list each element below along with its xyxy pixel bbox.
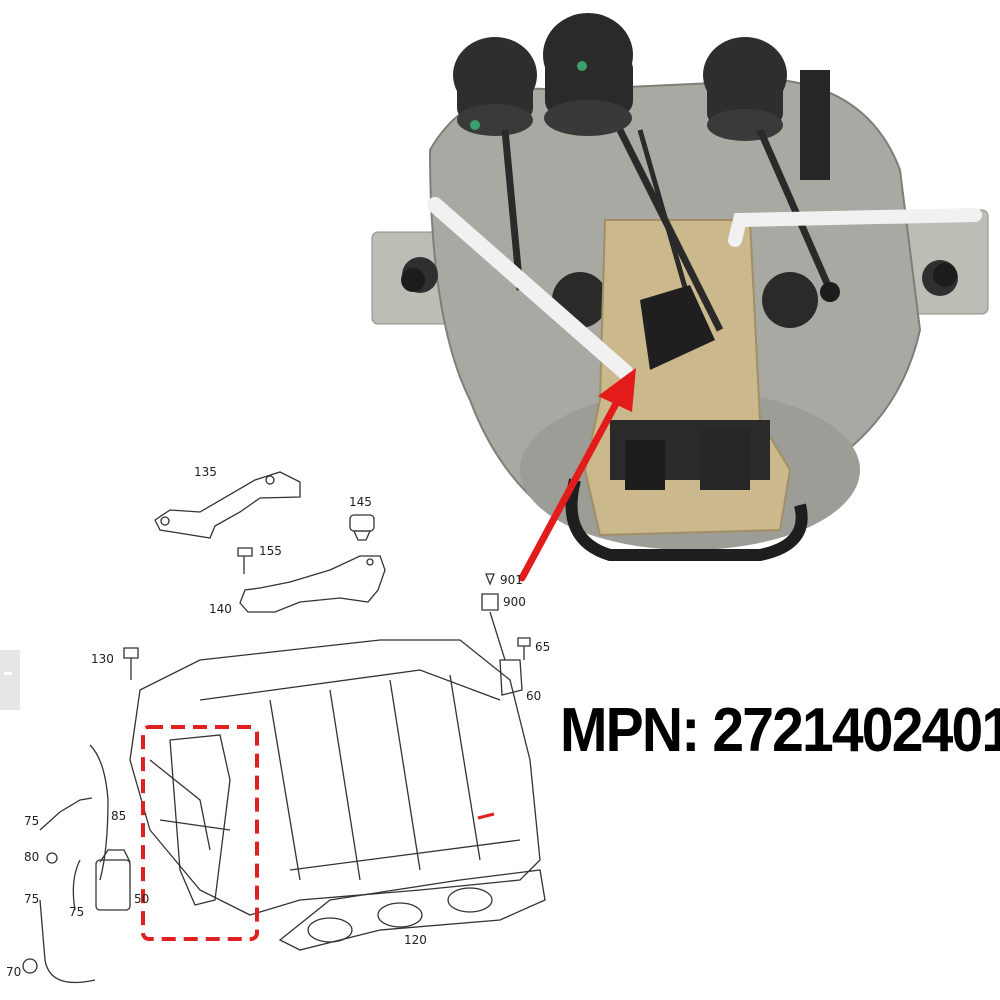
solenoid-50 <box>95 859 131 911</box>
callout-901: 901 <box>500 573 523 587</box>
callout-75-b: 75 <box>24 892 40 906</box>
dashed-highlight-box <box>141 725 259 941</box>
callout-130: 130 <box>91 652 114 666</box>
callout-140: 140 <box>209 602 232 616</box>
callout-65: 65 <box>535 640 551 654</box>
side-tab <box>0 650 20 710</box>
bracket-140 <box>239 555 386 613</box>
red-arrow-icon <box>518 368 636 582</box>
solenoid-bracket <box>565 219 808 561</box>
callout-135: 135 <box>194 465 217 479</box>
intake-manifold <box>129 639 541 916</box>
callout-120: 120 <box>404 933 427 947</box>
linkage-rod <box>427 197 982 380</box>
clip-70 <box>22 958 38 974</box>
bolt-155 <box>237 547 253 574</box>
sensor-900 <box>481 573 499 611</box>
callout-145: 145 <box>349 495 372 509</box>
callout-900: 900 <box>503 595 526 609</box>
callout-50: 50 <box>134 892 150 906</box>
callout-85: 85 <box>111 809 127 823</box>
callout-60: 60 <box>526 689 542 703</box>
callout-80: 80 <box>24 850 40 864</box>
callout-70: 70 <box>6 965 22 979</box>
gasket-120 <box>278 869 546 951</box>
hose-75-lower <box>39 899 96 984</box>
callout-155: 155 <box>259 544 282 558</box>
callout-75-a: 75 <box>24 814 40 828</box>
bracket-135 <box>154 471 301 539</box>
callout-75-c: 75 <box>69 905 85 919</box>
hose-75-upper <box>39 797 93 831</box>
hose-85 <box>89 744 109 881</box>
mpn-label: MPN: 2721402401 <box>560 696 1000 765</box>
bolt-130 <box>123 647 139 680</box>
plug-145 <box>349 514 375 532</box>
